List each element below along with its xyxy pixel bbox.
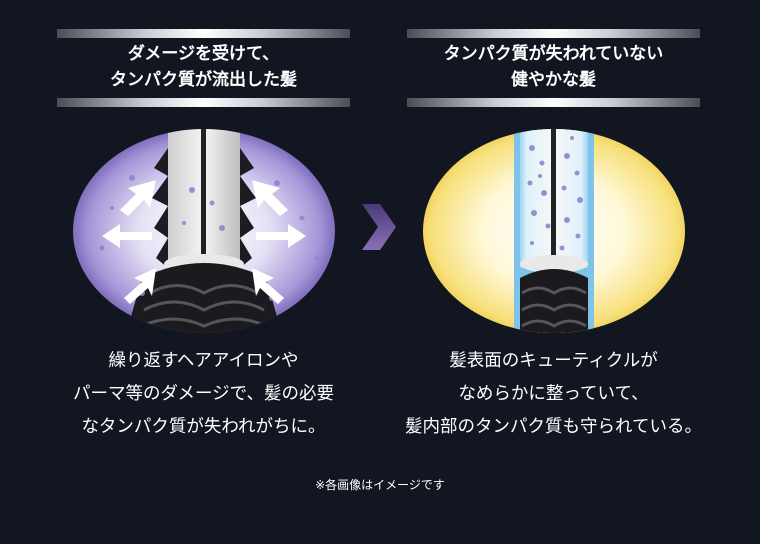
heading-line: タンパク質が失われていない <box>443 44 664 64</box>
heading-bar-bottom <box>407 98 700 107</box>
healthy-hair-panel: タンパク質が失われていない 健やかな髪 <box>405 0 707 460</box>
healthy-hair-caption: 髪表面のキューティクルが なめらかに整っていて、 髪内部のタンパク質も守られてい… <box>382 345 725 444</box>
heading-bar-top <box>57 29 350 38</box>
protein-bubble-icon <box>527 136 583 251</box>
arrow-icon <box>102 180 306 304</box>
caption-line: パーマ等のダメージで、髪の必要 <box>73 384 334 404</box>
heading-line: 健やかな髪 <box>511 70 596 90</box>
heading-bar-bottom <box>57 98 350 107</box>
heading-line: ダメージを受けて、 <box>127 44 280 64</box>
healthy-hair-illustration <box>423 129 685 333</box>
image-disclaimer-note: ※各画像はイメージです <box>315 478 445 492</box>
damaged-hair-panel: ダメージを受けて、 タンパク質が流出した髪 <box>57 0 357 460</box>
caption-line: なタンパク質が失われがちに。 <box>81 417 326 437</box>
damaged-hair-illustration <box>73 129 335 333</box>
damaged-hair-heading: ダメージを受けて、 タンパク質が流出した髪 <box>57 41 350 93</box>
healthy-hair-heading: タンパク質が失われていない 健やかな髪 <box>407 41 700 93</box>
damaged-hair-caption: 繰り返すヘアアイロンや パーマ等のダメージで、髪の必要 なタンパク質が失われがち… <box>32 345 375 444</box>
caption-line: 繰り返すヘアアイロンや <box>108 351 299 371</box>
heading-bar-top <box>407 29 700 38</box>
chevron-right-icon <box>362 204 396 250</box>
heading-line: タンパク質が流出した髪 <box>110 70 297 90</box>
caption-line: なめらかに整っていて、 <box>458 384 649 404</box>
caption-line: 髪内部のタンパク質も守られている。 <box>405 417 702 437</box>
caption-line: 髪表面のキューティクルが <box>449 351 658 371</box>
